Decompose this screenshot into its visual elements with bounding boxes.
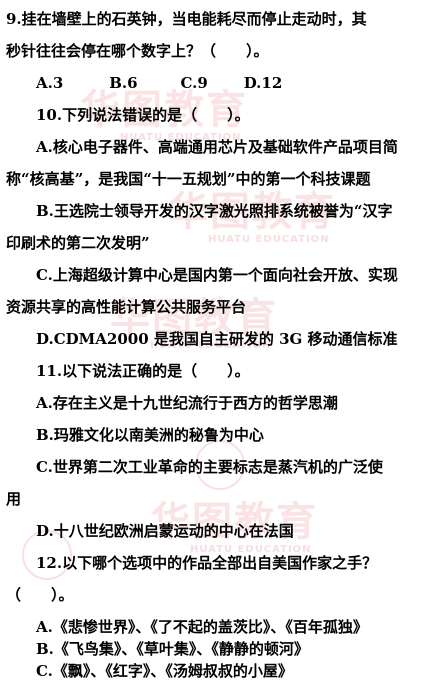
q10-option-c-line1: C.上海超级计算中心是国内第一个面向社会开放、实现 [36, 266, 398, 284]
q11-option-c-line1: C.世界第二次工业革命的主要标志是蒸汽机的广泛使 [36, 458, 383, 476]
q11-option-d: D.十八世纪欧洲启蒙运动的中心在法国 [36, 522, 294, 540]
q12-option-c: C.《飘》、《红字》、《汤姆叔叔的小屋》 [36, 662, 293, 680]
q10-option-a-line2: 称“核高基”，是我国“十一五规划”中的第一个科技课题 [6, 170, 371, 188]
q12-stem-line2: （ ）。 [6, 586, 74, 604]
q12-option-b: B.《飞鸟集》、《草叶集》、《静静的顿河》 [36, 640, 309, 658]
q10-option-d: D.CDMA2000 是我国自主研发的 3G 移动通信标准 [36, 330, 398, 348]
q10-stem: 10.下列说法错误的是（ ）。 [36, 106, 250, 124]
watermark-sub: HUATU EDUCATION [208, 234, 330, 245]
q10-option-b-line1: B.王选院士领导开发的汉字激光照排系统被誉为“汉字 [36, 202, 393, 220]
q12-option-a: A.《悲惨世界》、《了不起的盖茨比》、《百年孤独》 [36, 618, 368, 636]
q11-option-c-line2: 用 [6, 490, 22, 508]
q9-stem-line2: 秒针往往会停在哪个数字上？（ ）。 [6, 42, 269, 60]
q9-option-c: C.9 [180, 74, 208, 92]
q9-option-b: B.6 [109, 74, 138, 92]
q9-stem-line1: 9.挂在墙壁上的石英钟，当电能耗尽而停止走动时，其 [6, 10, 367, 28]
q9-options: A.3 B.6 C.9 D.12 [36, 72, 282, 94]
q10-option-c-line2: 资源共享的高性能计算公共服务平台 [6, 298, 247, 316]
q11-stem: 11.以下说法正确的是（ ）。 [36, 362, 250, 380]
q9-option-a: A.3 [36, 74, 64, 92]
q11-option-b: B.玛雅文化以南美洲的秘鲁为中心 [36, 426, 264, 444]
q12-stem-line1: 12.以下哪个选项中的作品全部出自美国作家之手？ [36, 554, 378, 572]
q11-option-a: A.存在主义是十九世纪流行于西方的哲学思潮 [36, 394, 338, 412]
q9-option-d: D.12 [243, 74, 283, 92]
q10-option-b-line2: 印刷术的第二次发明” [6, 234, 150, 252]
q10-option-a-line1: A.核心电子器件、高端通用芯片及基础软件产品项目简 [36, 138, 398, 156]
